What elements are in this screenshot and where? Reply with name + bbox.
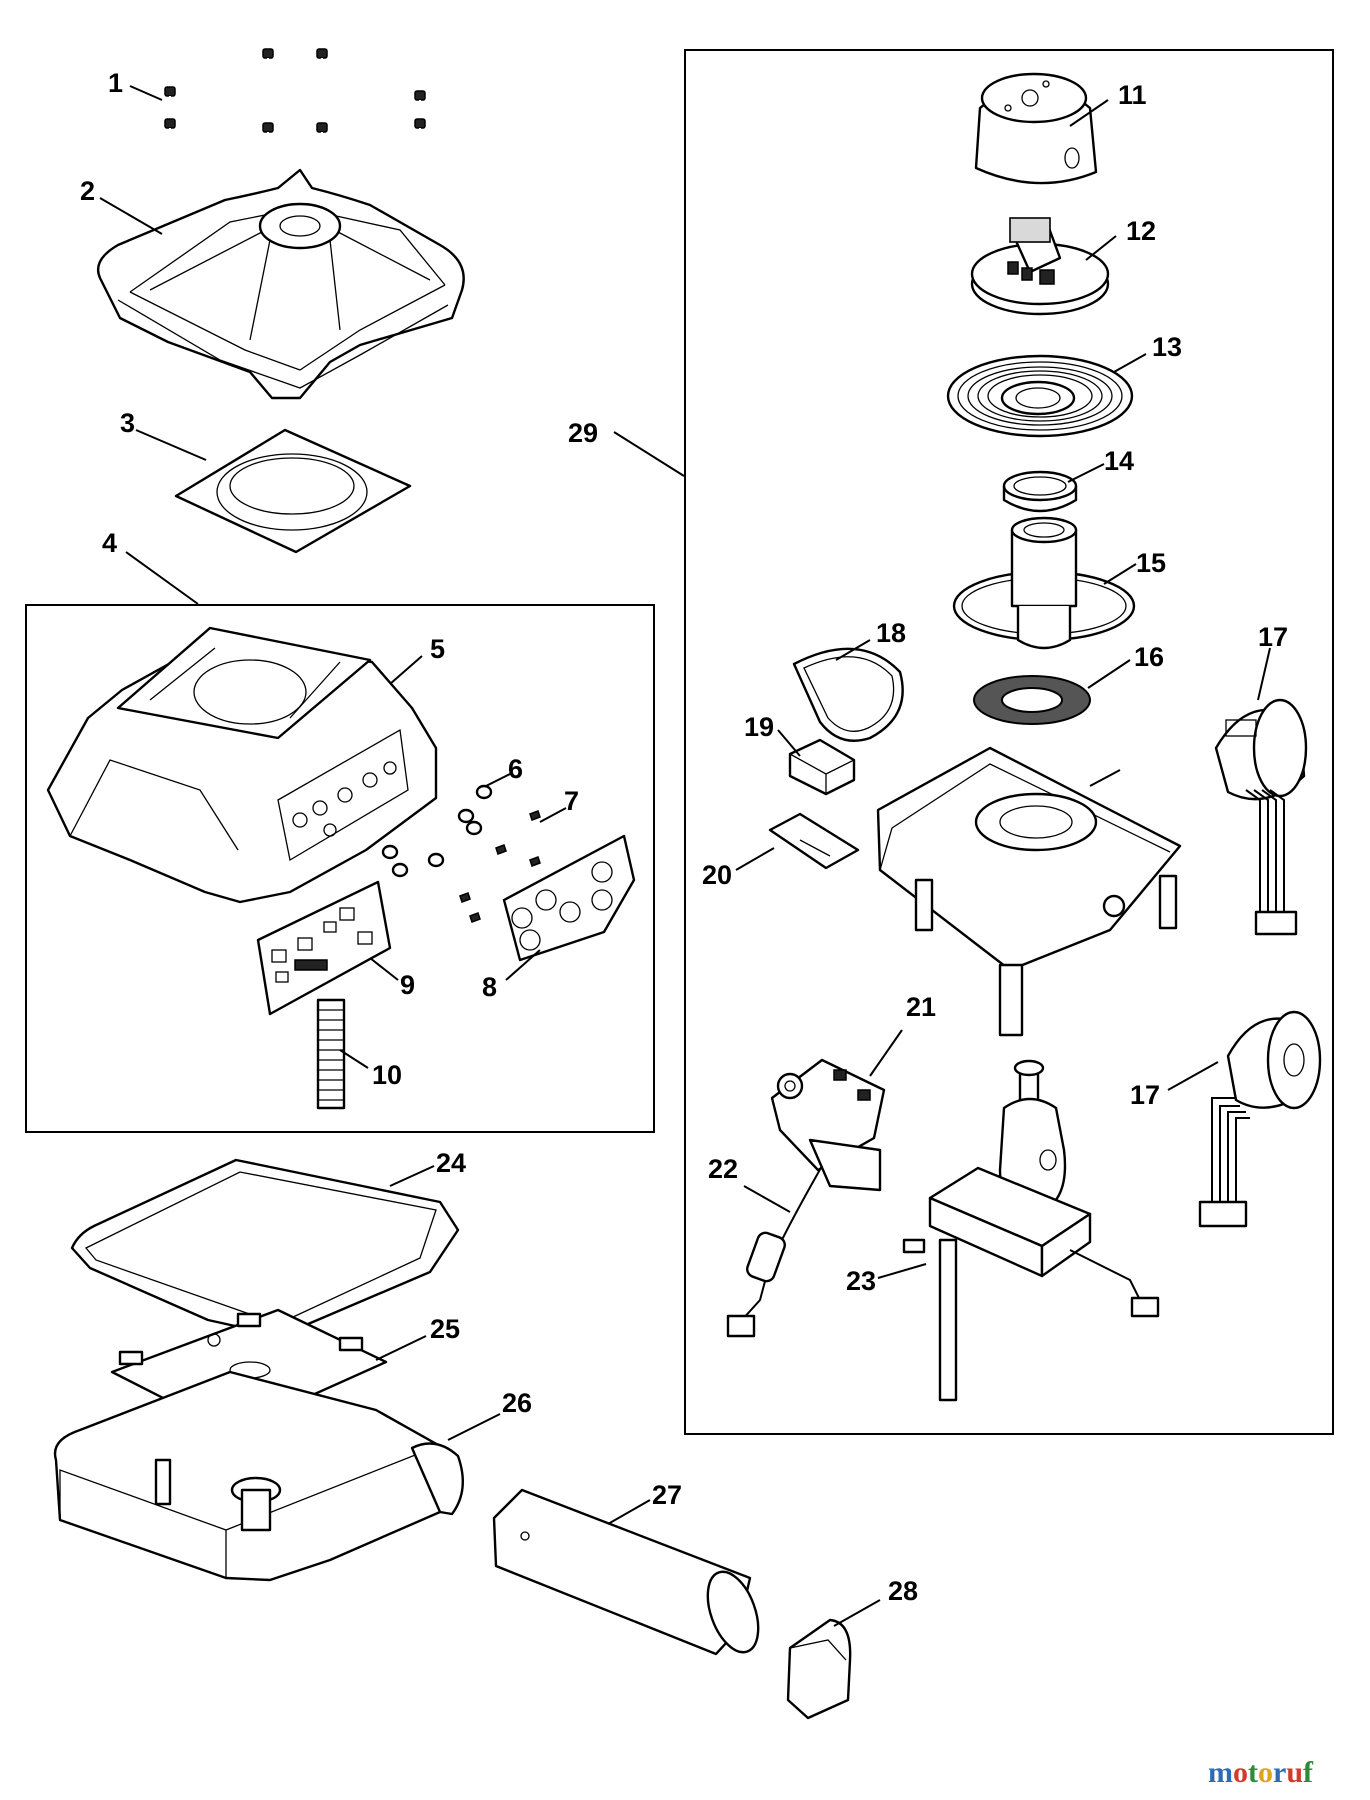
housing-part-5 [46,626,438,904]
screws-part-1 [164,48,426,156]
watermark-letter: t [1248,1756,1258,1789]
spring-disc-part-13 [946,354,1134,438]
bottom-gasket-part-24 [70,1158,460,1338]
watermark-letter: m [1208,1756,1233,1789]
callout-6: 6 [508,754,523,784]
callout-13: 13 [1152,332,1182,362]
laser-head-part-12 [970,217,1110,316]
battery-cap-part-28 [786,1618,852,1720]
callout-17a: 17 [1258,622,1288,652]
callout-22: 22 [708,1154,738,1184]
laser-module-part-21 [770,1058,886,1192]
callout-15: 15 [1136,548,1166,578]
callout-10: 10 [372,1060,402,1090]
callout-2: 2 [80,176,95,206]
callout-17b: 17 [1130,1080,1160,1110]
callout-11: 11 [1118,80,1147,110]
callout-18: 18 [876,618,906,648]
bracket-part-19 [788,738,856,796]
callout-29: 29 [568,418,598,448]
battery-part-27 [492,1488,760,1656]
small-screws-part-7 [459,810,541,923]
keypad-overlay-part-8 [502,834,636,962]
callout-21: 21 [906,992,936,1022]
callout-3: 3 [120,408,135,438]
callout-24: 24 [436,1148,466,1178]
callout-20: 20 [702,860,732,890]
motor-part-17-upper [1214,698,1308,936]
callout-27: 27 [652,1480,682,1510]
callout-19: 19 [744,712,774,742]
callout-28: 28 [888,1576,918,1606]
callout-16: 16 [1134,642,1164,672]
ring-part-14 [1002,470,1078,513]
assembly-box-4 [25,604,655,1133]
callout-12: 12 [1126,216,1156,246]
assembly-box-29 [684,49,1334,1435]
base-housing-part-26 [53,1370,464,1582]
watermark-letter: f [1303,1756,1314,1789]
callout-14: 14 [1104,446,1134,476]
circuit-board-part-9 [256,880,392,1016]
callout-8: 8 [482,972,497,1002]
motoruf-watermark-logo: motoruf [1208,1756,1313,1790]
watermark-letter: r [1273,1756,1287,1789]
callout-4: 4 [102,528,117,558]
watermark-letter: o [1233,1756,1248,1789]
buttons-part-6 [381,784,493,878]
gear-shaft-part-15 [952,516,1136,650]
belt-part-18 [792,647,904,742]
watermark-letter: o [1258,1756,1273,1789]
gimbal-assembly-part-23 [902,1059,1160,1402]
ribbon-cable-part-10 [316,998,346,1110]
cable-part-22 [726,1165,823,1338]
encoder-disc-part-16 [973,675,1091,725]
roll-cage-top-part-2 [96,168,465,400]
leader-lines [99,85,1271,1627]
callout-25: 25 [430,1314,460,1344]
callout-23: 23 [846,1266,876,1296]
gasket-part-3 [174,428,412,554]
cap-part-11 [974,72,1098,185]
callout-1: 1 [108,68,123,98]
motor-part-17-lower [1198,1010,1322,1228]
callout-26: 26 [502,1388,532,1418]
frame-assembly [876,746,1182,1037]
plate-part-20 [768,812,860,870]
watermark-letter: u [1286,1756,1304,1789]
callout-9: 9 [400,970,415,1000]
callout-7: 7 [564,786,579,816]
callout-labels: 1 2 3 4 5 6 7 8 9 10 11 12 13 14 15 16 1… [80,68,1288,1606]
callout-5: 5 [430,634,445,664]
